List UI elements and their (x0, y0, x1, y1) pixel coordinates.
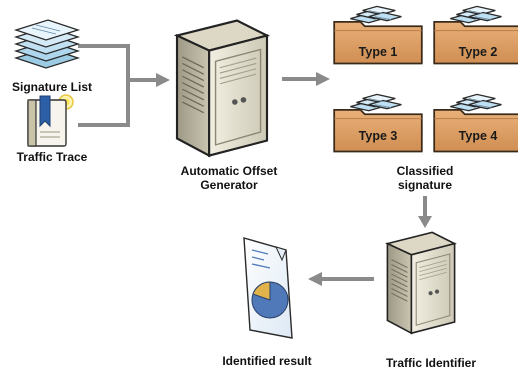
type-folder-2: Type 2 (434, 6, 518, 63)
generator-label: Automatic Offset Generator (160, 164, 298, 192)
type-folder-4: Type 4 (434, 94, 518, 151)
pie-chart-icon (251, 281, 289, 319)
arrowhead-to-identifier (418, 216, 432, 228)
arrowhead-to-generator (156, 73, 170, 87)
type-label: Type 3 (359, 129, 398, 143)
generator-label-line2: Generator (200, 178, 258, 192)
type-label: Type 4 (459, 129, 498, 143)
arrowhead-to-types (316, 72, 330, 86)
signature-list-icon (13, 19, 81, 69)
type-folder-3: Type 3 (334, 94, 422, 151)
merge-connector (78, 44, 130, 127)
type-label: Type 1 (359, 45, 398, 59)
traffic-trace-label: Traffic Trace (16, 150, 88, 164)
identified-result-document-icon (243, 237, 293, 339)
signature-list-label: Signature List (11, 80, 92, 94)
arrowheads (156, 72, 432, 286)
classified-label-line1: Classified (396, 164, 454, 178)
classified-signature-label: Classified signature (370, 164, 480, 192)
traffic-identifier-server-icon (386, 231, 456, 335)
traffic-trace-icon (27, 94, 74, 147)
generator-label-line1: Automatic Offset (180, 164, 278, 178)
type-label: Type 2 (459, 45, 498, 59)
automatic-offset-generator-server-icon (175, 19, 269, 157)
connector-lines (78, 44, 427, 281)
traffic-identifier-label: Traffic Identifier (385, 356, 477, 370)
identified-result-label: Identified result (222, 354, 312, 368)
arrowhead-to-result (308, 272, 322, 286)
type-folder-1: Type 1 (334, 6, 422, 63)
classified-label-line2: signature (397, 178, 452, 192)
